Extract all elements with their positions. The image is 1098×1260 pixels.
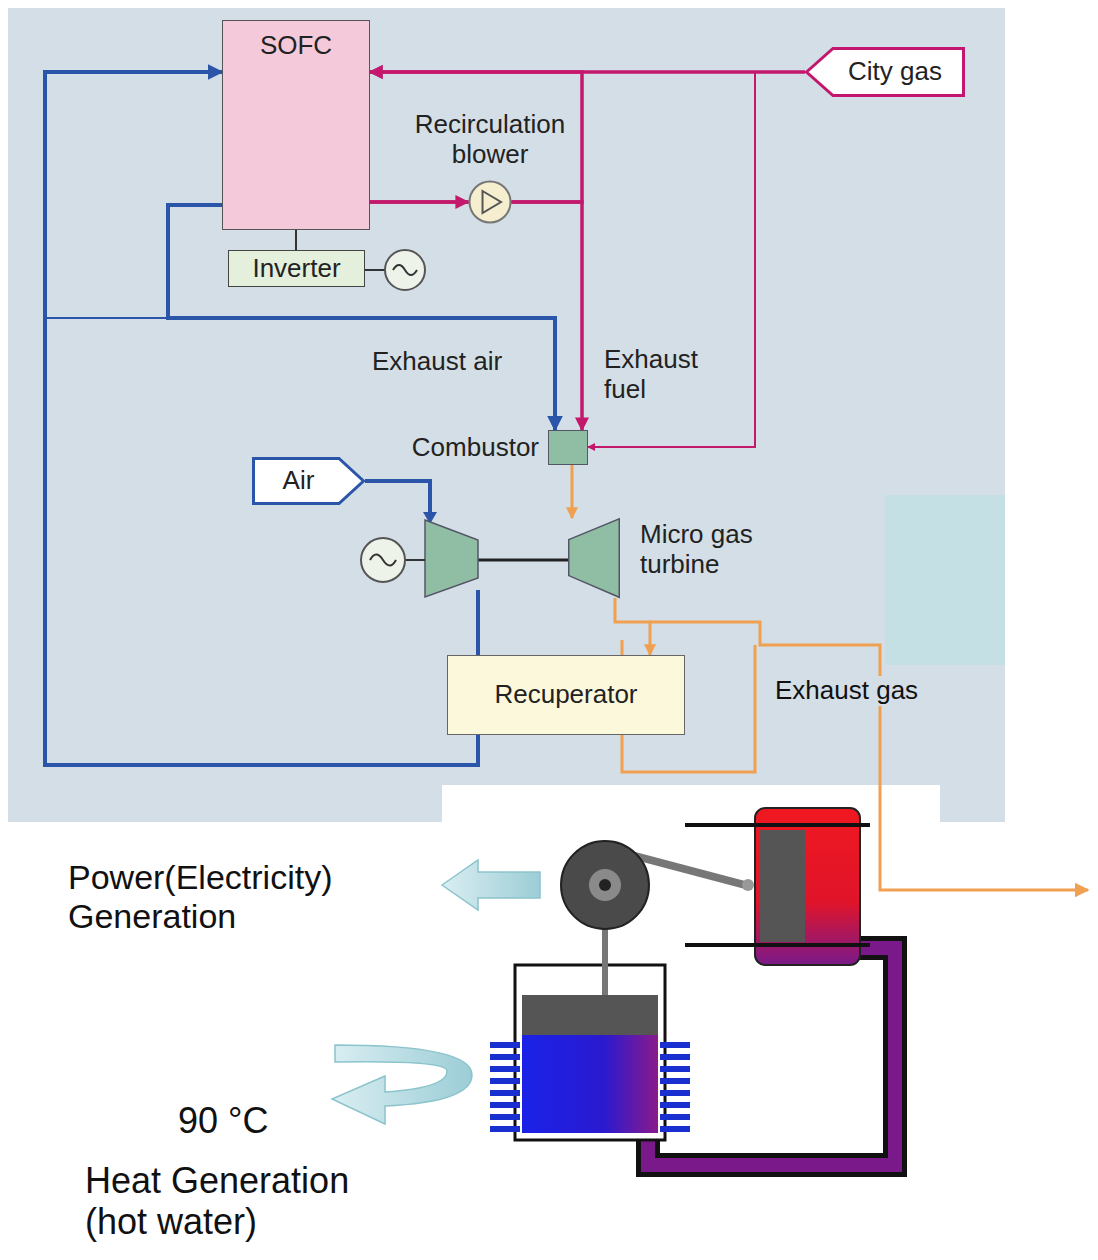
flow-connector — [615, 598, 650, 655]
compressor — [425, 520, 478, 597]
exhaust-gas-label: Exhaust gas — [772, 676, 921, 706]
fin — [490, 1054, 520, 1060]
source-tag — [807, 49, 964, 96]
shaft — [478, 559, 568, 562]
ac-wave — [393, 265, 417, 275]
node-label: Recirculation blower — [390, 110, 590, 170]
fin — [660, 1042, 690, 1048]
rod-pin — [742, 879, 754, 891]
compressed-air-line — [476, 590, 480, 655]
cold-cylinder — [515, 965, 665, 1140]
flow-connector — [571, 465, 574, 518]
cooling-fins — [490, 1042, 690, 1132]
hot-cylinder-wall — [685, 823, 870, 827]
hot-piston — [760, 830, 805, 942]
fin — [660, 1090, 690, 1096]
stirling-pipe-outline — [648, 948, 895, 1165]
flow-label: Exhaust fuel — [604, 345, 729, 405]
city-gas-source: City gas — [805, 47, 965, 97]
fin — [660, 1102, 690, 1108]
node-label: Combustor — [412, 433, 539, 463]
fin — [490, 1090, 520, 1096]
stirling-pipe — [648, 948, 895, 1165]
turbine-body — [569, 519, 620, 598]
fin — [490, 1102, 520, 1108]
fin — [490, 1066, 520, 1072]
flow-label: Exhaust air — [372, 347, 542, 377]
generator-wave — [370, 555, 396, 566]
fin — [660, 1078, 690, 1084]
power-arrow — [442, 860, 540, 910]
fin — [660, 1114, 690, 1120]
node-label: City gas — [848, 57, 942, 87]
flywheel-hub — [589, 869, 621, 901]
exhaust-gas-line — [650, 622, 1088, 890]
fin — [660, 1066, 690, 1072]
combustor: Combustor — [548, 430, 588, 465]
node-label: Micro gas turbine — [640, 520, 825, 580]
heat-output-label: Heat Generation (hot water) — [85, 1160, 415, 1243]
air-line — [365, 481, 430, 520]
grey-panel — [8, 8, 1005, 822]
blower-symbol — [483, 191, 501, 213]
cold-piston — [522, 995, 658, 1035]
inverter-box: Inverter — [228, 250, 365, 287]
node-label: Inverter — [252, 254, 340, 284]
generator-wire — [405, 559, 425, 561]
flywheel-axle — [599, 879, 611, 891]
flow-connector — [295, 230, 297, 250]
air-inlet: Air — [252, 457, 365, 505]
node-label: SOFC — [260, 31, 332, 61]
fin — [660, 1126, 690, 1132]
fin — [660, 1054, 690, 1060]
fin — [490, 1078, 520, 1084]
cold-space — [522, 1035, 658, 1133]
hot-cylinder-wall — [685, 943, 870, 947]
fuel-cell-stack: SOFC — [222, 20, 370, 230]
gas-turbine: Micro gas turbine — [568, 518, 620, 598]
recuperator-box: Recuperator — [447, 655, 685, 735]
temperature-label: 90 °C — [178, 1100, 318, 1141]
blower-body — [470, 182, 511, 223]
inverter-wire — [365, 269, 385, 271]
fin — [490, 1126, 520, 1132]
teal-patch — [885, 495, 1005, 665]
power-output-label: Power(Electricity) Generation — [68, 858, 428, 936]
fin — [490, 1114, 520, 1120]
white-cutout — [442, 785, 940, 825]
node-label: Air — [283, 466, 315, 496]
recirculation-blower: Recirculation blower — [468, 180, 512, 224]
flow-connector — [588, 72, 805, 447]
flywheel — [561, 841, 649, 929]
source-tag — [254, 459, 364, 504]
node-outline — [468, 180, 512, 224]
hot-cylinder — [755, 808, 860, 965]
fin — [490, 1042, 520, 1048]
heat-arrow — [332, 1045, 472, 1124]
node-outline — [568, 518, 620, 598]
node-label: Recuperator — [494, 680, 637, 710]
ac-source-symbol — [385, 250, 425, 290]
generator-symbol — [361, 538, 405, 582]
